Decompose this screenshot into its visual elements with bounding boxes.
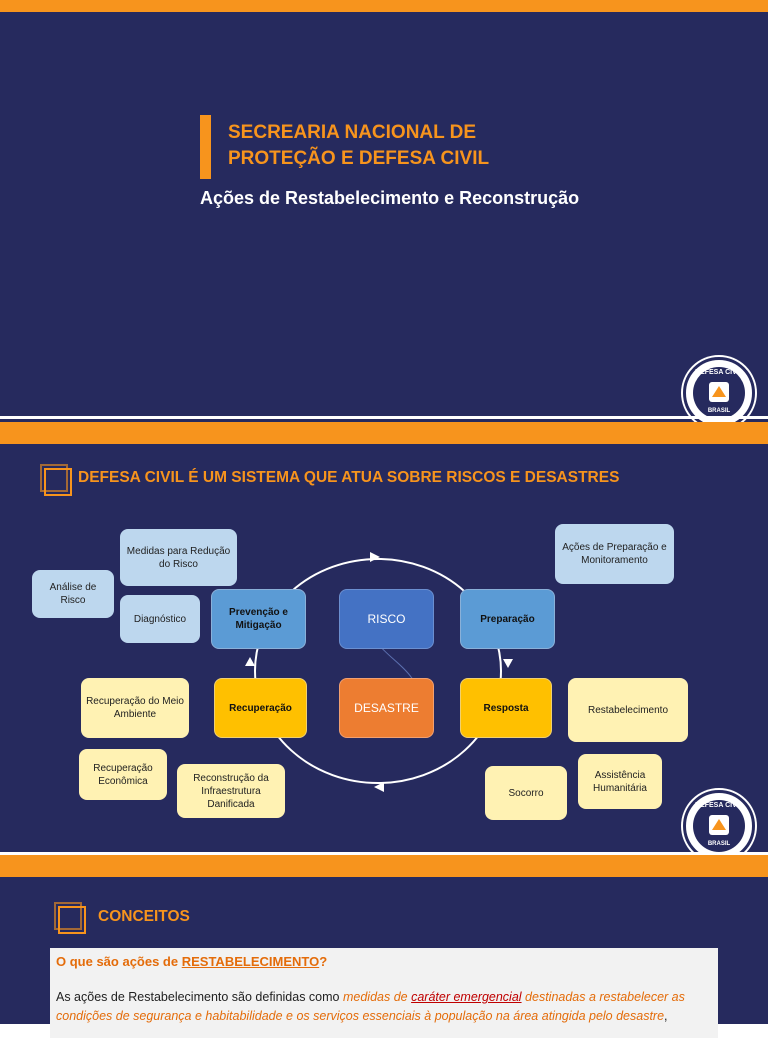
box-assistencia: Assistência Humanitária bbox=[578, 754, 662, 809]
title-accent-bar bbox=[200, 115, 211, 179]
box-diagnostico: Diagnóstico bbox=[120, 595, 200, 643]
concept-paragraph: As ações de Restabelecimento são definid… bbox=[56, 990, 685, 1023]
box-resposta: Resposta bbox=[460, 678, 552, 738]
slide1-title: SECREARIA NACIONAL DE PROTEÇÃO E DEFESA … bbox=[228, 122, 490, 169]
box-socorro: Socorro bbox=[485, 766, 567, 820]
box-analise: Análise de Risco bbox=[32, 570, 114, 618]
cycle-ring bbox=[254, 558, 502, 784]
slide1-subtitle: Ações de Restabelecimento e Reconstrução bbox=[200, 188, 580, 208]
defesa-civil-logo: DEFESA CIVIL BRASIL bbox=[683, 357, 755, 422]
box-rec-meio-ambiente: Recuperação do Meio Ambiente bbox=[81, 678, 189, 738]
triangle-icon bbox=[712, 386, 726, 397]
square-bullet-icon bbox=[40, 464, 72, 496]
cycle-diagram bbox=[245, 552, 513, 792]
box-rec-economica: Recuperação Econômica bbox=[79, 749, 167, 800]
box-acoes-preparacao: Ações de Preparação e Monitoramento bbox=[555, 524, 674, 584]
slide1-bottom-band bbox=[0, 422, 768, 444]
box-desastre: DESASTRE bbox=[339, 678, 434, 738]
slide3-heading: CONCEITOS bbox=[98, 908, 190, 925]
arrow-left-icon bbox=[374, 782, 384, 792]
concept-panel: O que são ações de RESTABELECIMENTO? As … bbox=[50, 948, 718, 1038]
arrow-down-icon bbox=[503, 659, 513, 668]
triangle-icon bbox=[712, 819, 726, 830]
slide2-heading: DEFESA CIVIL É UM SISTEMA QUE ATUA SOBRE… bbox=[78, 469, 620, 486]
box-preparacao: Preparação bbox=[460, 589, 555, 649]
square-bullet-icon bbox=[54, 902, 86, 934]
arrow-up-icon bbox=[245, 657, 255, 666]
slide1-top-band bbox=[0, 0, 768, 12]
box-reconstrucao: Reconstrução da Infraestrutura Danificad… bbox=[177, 764, 285, 818]
slide1-divider bbox=[0, 416, 768, 419]
slide2: DEFESA CIVIL É UM SISTEMA QUE ATUA SOBRE… bbox=[0, 444, 768, 852]
box-risco: RISCO bbox=[339, 589, 434, 649]
box-recuperacao: Recuperação bbox=[214, 678, 307, 738]
slide2-divider bbox=[0, 852, 768, 855]
arrow-right-icon bbox=[370, 552, 380, 562]
defesa-civil-logo: DEFESA CIVIL BRASIL bbox=[683, 790, 755, 852]
box-prevencao: Prevenção e Mitigação bbox=[211, 589, 306, 649]
slide2-bottom-band bbox=[0, 855, 768, 877]
box-medidas: Medidas para Redução do Risco bbox=[120, 529, 237, 586]
box-restabelecimento: Restabelecimento bbox=[568, 678, 688, 742]
concept-question: O que são ações de RESTABELECIMENTO? bbox=[56, 954, 328, 969]
slide1: SECREARIA NACIONAL DE PROTEÇÃO E DEFESA … bbox=[0, 12, 768, 422]
